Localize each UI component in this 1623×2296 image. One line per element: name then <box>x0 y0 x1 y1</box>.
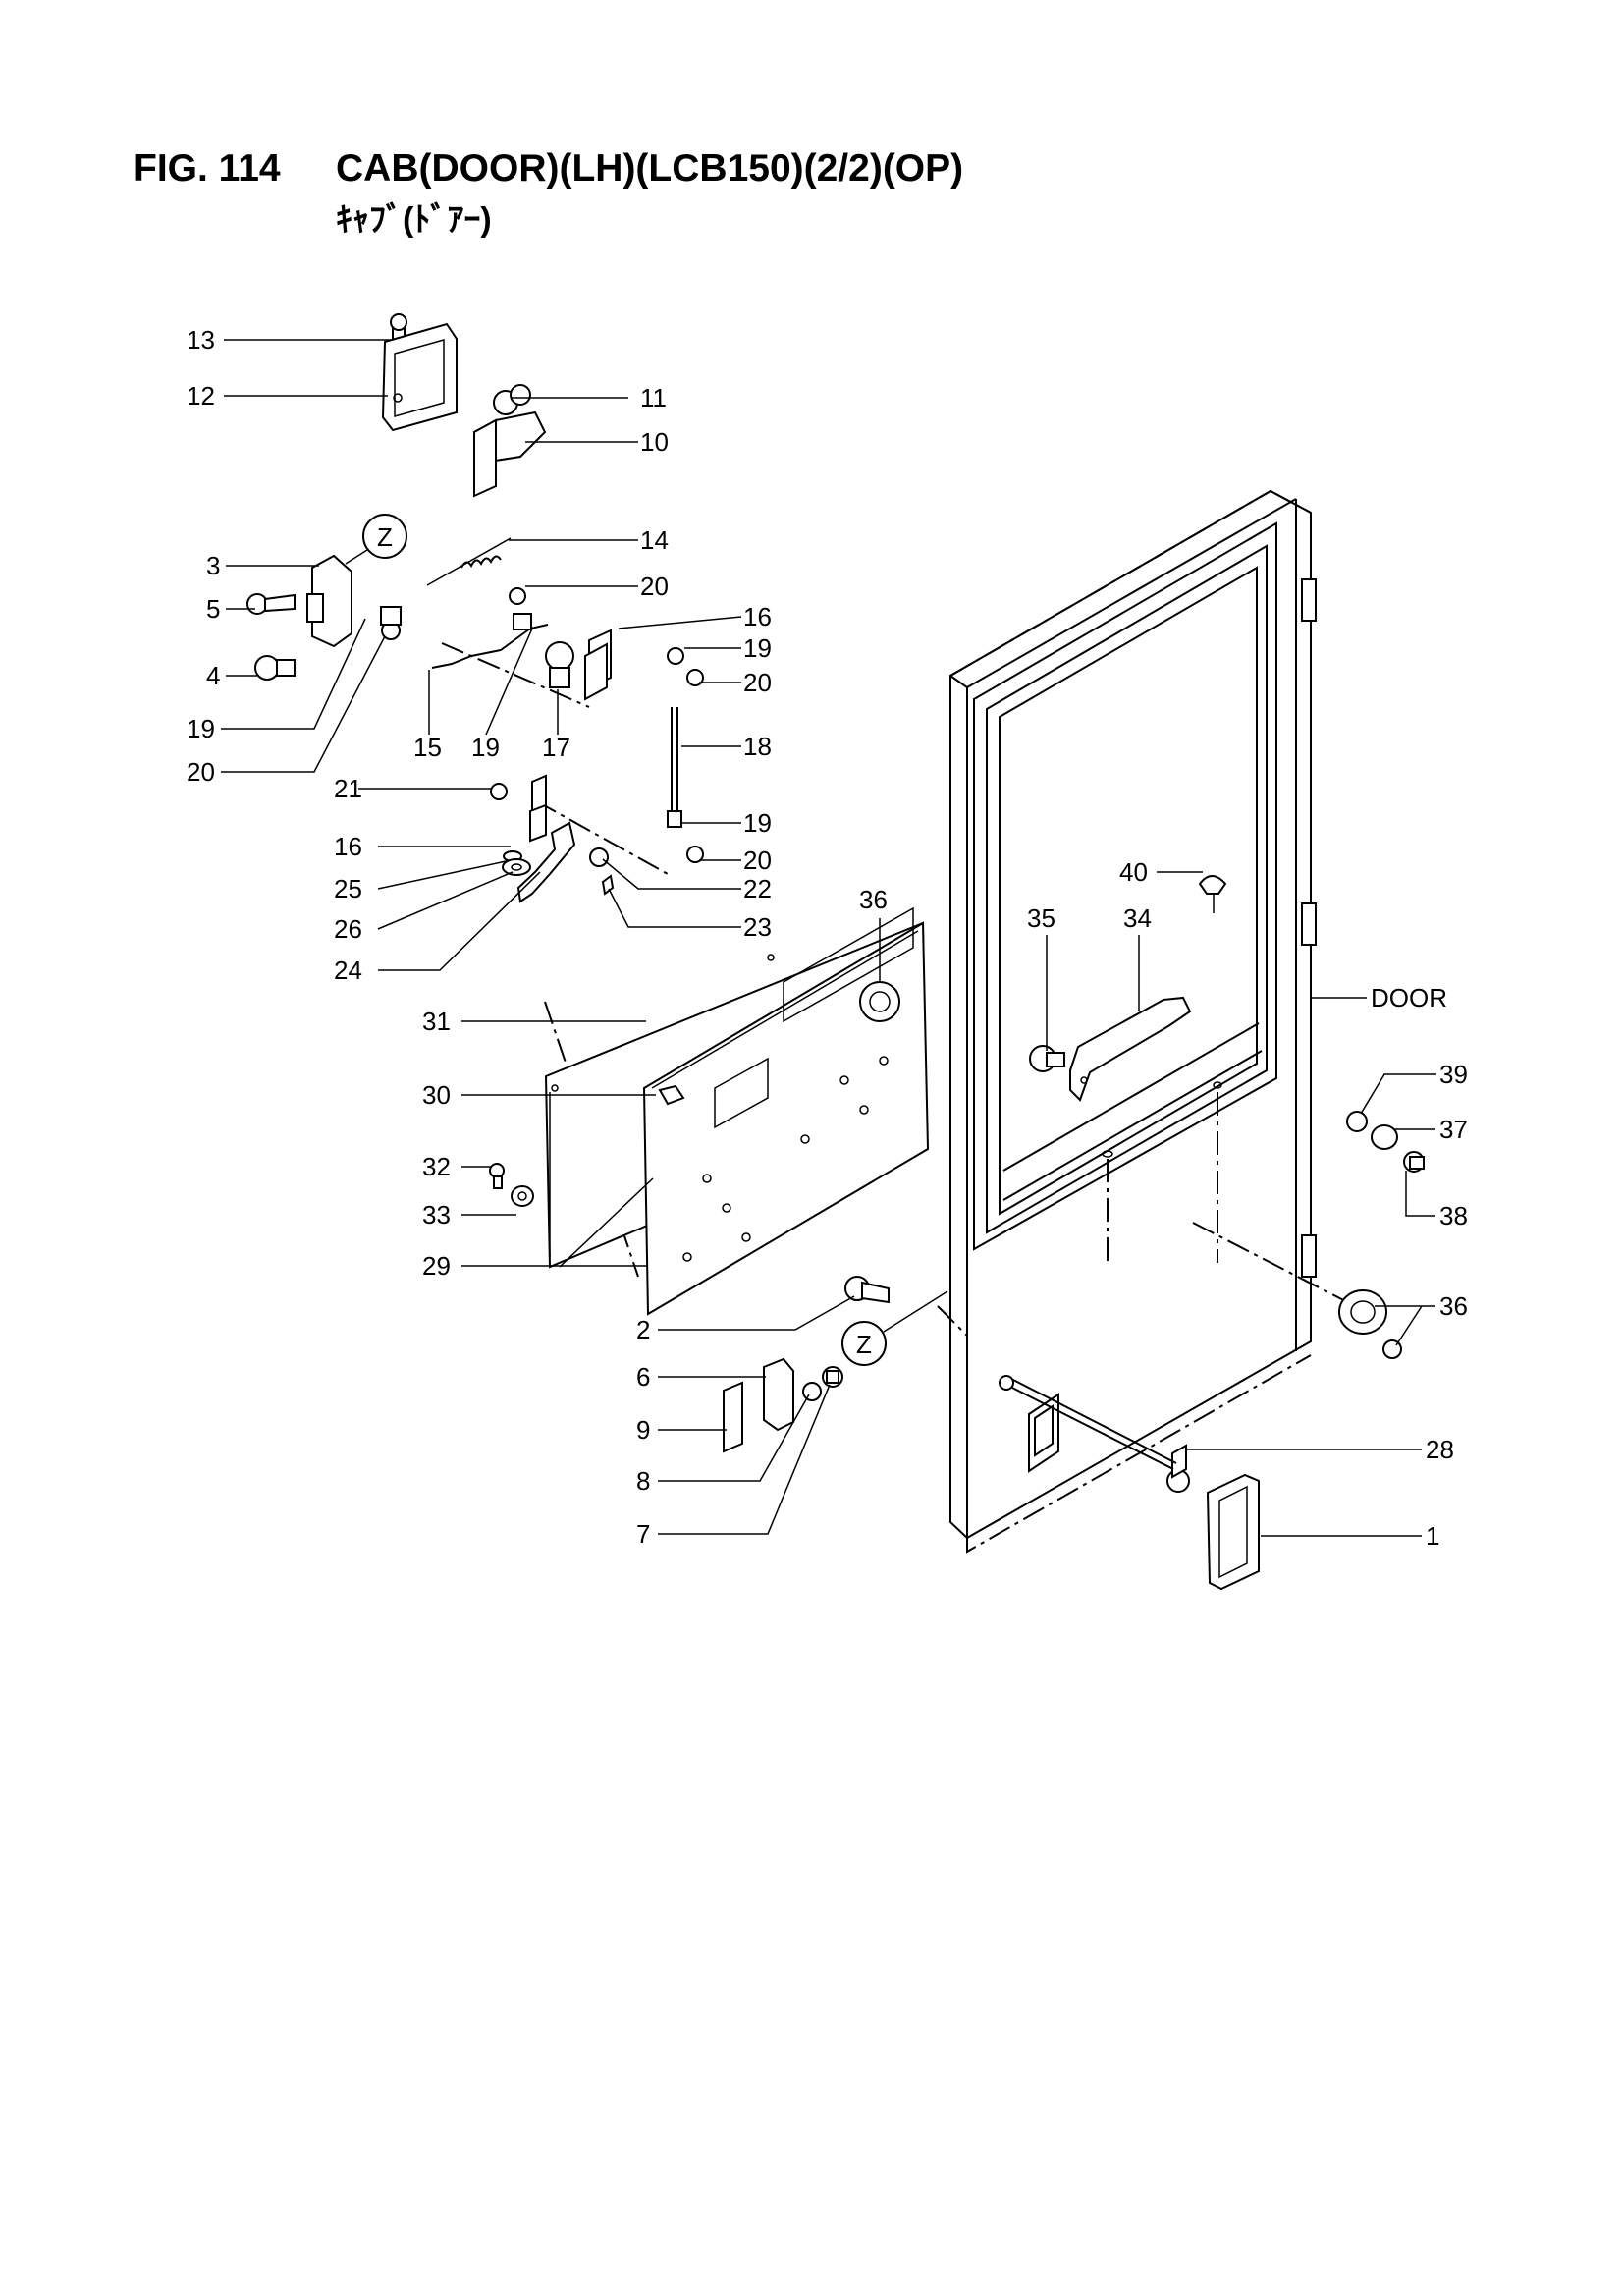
callout-29: 30 <box>422 1080 451 1110</box>
callout-34: 35 <box>1027 903 1055 933</box>
callout-33: 34 <box>1123 903 1152 933</box>
callout-16: 16 <box>743 602 772 631</box>
callout-21: 21 <box>334 774 362 803</box>
callout-20: 20 <box>743 846 772 875</box>
callout-31: 32 <box>422 1152 451 1181</box>
callout-11: 11 <box>640 383 667 412</box>
figure-subtitle: ｷｬﾌﾞ(ﾄﾞｱｰ) <box>336 201 492 239</box>
callout-27: 28 <box>1426 1435 1454 1464</box>
callout-19: 19 <box>743 808 772 838</box>
callout-10: 10 <box>640 427 669 457</box>
callout-20: 20 <box>640 572 669 601</box>
callout-5: 5 <box>206 594 220 624</box>
view-markers: Z Z <box>345 514 948 1366</box>
callout-30: 31 <box>422 1007 451 1036</box>
view-marker-z-top <box>362 514 407 559</box>
view-marker-label: Z <box>856 1330 872 1359</box>
cab-door <box>949 489 1317 1554</box>
callout-door: DOOR <box>1371 983 1447 1012</box>
callout-14: 14 <box>640 525 669 555</box>
callout-6: 6 <box>636 1362 650 1392</box>
callout-18: 18 <box>743 732 772 761</box>
callout-22: 22 <box>743 874 772 903</box>
leader-lines <box>221 339 1436 1537</box>
callout-36: 36 <box>1439 1291 1468 1321</box>
inner-panels <box>489 906 930 1316</box>
callout-13: 13 <box>187 325 215 355</box>
figure-title: CAB(DOOR)(LH)(LCB150)(2/2)(OP) <box>336 147 964 190</box>
callout-4: 4 <box>206 661 220 690</box>
view-marker-label: Z <box>377 522 393 552</box>
callout-38: 38 <box>1439 1201 1468 1230</box>
callout-19: 19 <box>743 633 772 663</box>
callout-2: 2 <box>636 1315 650 1344</box>
callout-labels: 13 12 11 10 14 3 5 20 16 19 4 20 19 15 1… <box>187 325 1468 1551</box>
grab-handle-parts <box>1029 875 1227 1102</box>
callout-39: 39 <box>1439 1060 1468 1089</box>
callout-24: 24 <box>334 956 362 985</box>
callout-16: 16 <box>334 832 362 861</box>
callout-28: 29 <box>422 1251 451 1281</box>
callout-3: 3 <box>206 551 220 580</box>
callout-37: 37 <box>1439 1115 1468 1144</box>
outer-handle-parts <box>723 1111 1425 1591</box>
callout-7: 7 <box>636 1519 650 1549</box>
callout-20: 20 <box>743 668 772 697</box>
view-marker-z-bottom <box>841 1321 887 1366</box>
latch-and-linkage-parts <box>246 313 704 903</box>
callout-12: 12 <box>187 381 215 410</box>
callout-35: 36 <box>859 885 888 914</box>
callout-8: 8 <box>636 1466 650 1496</box>
figure-number: FIG. 114 <box>134 147 281 190</box>
callout-20: 20 <box>187 757 215 787</box>
callout-32: 33 <box>422 1200 451 1230</box>
callout-23: 23 <box>743 912 772 942</box>
callout-15: 15 <box>413 733 442 762</box>
callout-9: 9 <box>636 1415 650 1445</box>
callout-25: 25 <box>334 874 362 903</box>
callout-26: 26 <box>334 914 362 944</box>
callout-17: 17 <box>542 733 570 762</box>
callout-1: 1 <box>1426 1521 1439 1551</box>
callout-19: 19 <box>187 714 215 743</box>
callout-19: 19 <box>471 733 500 762</box>
callout-40: 40 <box>1119 857 1148 887</box>
